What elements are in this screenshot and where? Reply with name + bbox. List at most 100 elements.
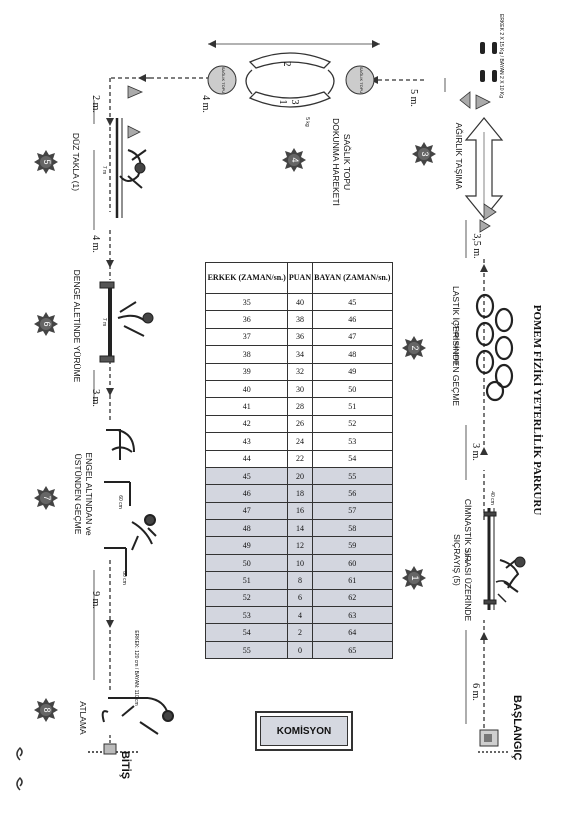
station-badge-1 [402,566,426,590]
station-number-6: 6 [42,321,52,327]
cell-points: 32 [287,362,313,381]
station-badge-3 [412,142,436,166]
station-number-3: 3 [420,151,430,157]
cell-male-time: 45 [204,466,289,486]
balance-beam [99,281,154,363]
hurdles [104,429,157,576]
distance-4m-top: 4 m. [200,95,211,113]
cell-points: 28 [287,397,313,416]
station-badge-8 [34,698,58,722]
cell-points: 24 [287,432,313,451]
start-marker [478,729,510,753]
station-badge-6 [34,312,58,336]
cell-female-time: 57 [311,501,394,521]
note-ball-right: SAĞLIK TOPU [359,66,364,94]
station-badge-5 [34,150,58,174]
cell-points: 30 [287,379,313,399]
station-number-5: 5 [42,159,52,165]
cell-points: 20 [287,466,313,486]
distance-3m-right: 3 m. [470,443,481,461]
cell-points: 2 [287,623,313,642]
station-number-2: 2 [410,345,420,351]
cell-male-time: 41 [204,397,289,416]
station-number-1: 1 [410,575,420,581]
gymnastics-bench [483,508,526,610]
cell-points: 10 [287,553,313,573]
cell-male-time: 43 [204,432,289,451]
cell-male-time: 46 [204,484,289,503]
note-jump-heights: ERKEK: 120 cm / BAYAN: 110 cm [133,630,139,706]
cell-male-time: 54 [204,623,289,642]
cell-points: 16 [287,501,313,521]
distance-6m: 6 m. [470,683,481,701]
cell-female-time: 50 [311,379,394,399]
distance-3-5m: 3,5 m. [471,233,482,259]
station-name-3: AĞIRLIK TAŞIMA [454,122,464,190]
note-hurdle-low: 80 cm [121,571,127,585]
binder-mark [16,746,23,791]
cell-female-time: 53 [311,432,394,451]
note-roll-length: 7 m [101,165,107,175]
cell-points: 6 [287,588,313,608]
distance-5m: 5 m. [408,89,419,107]
note-hurdle-height: 60 cm [117,495,123,509]
cell-male-time: 55 [204,640,289,660]
note-bench-height: 40 cm [489,491,495,505]
station-badge-7 [34,486,58,510]
cell-points: 4 [287,606,313,625]
cell-male-time: 50 [204,553,289,573]
cell-female-time: 49 [311,362,394,381]
cell-female-time: 60 [311,553,394,573]
cell-points: 36 [287,327,313,347]
note-ball-left: SAĞLIK TOPU [221,66,226,94]
cell-points: 12 [287,536,313,555]
cell-female-time: 59 [311,536,394,555]
cell-male-time: 40 [204,379,289,399]
cell-female-time: 45 [311,292,394,312]
station-name-4: SAĞLIK TOPU DOKUNMA HAREKETİ [331,118,352,206]
station-name-6: DENGE ALETİNDE YÜRÜME [72,269,82,383]
cell-female-time: 54 [311,449,394,468]
header-points: PUAN [287,262,313,294]
start-label: BAŞLANGIÇ [511,695,523,761]
circular-arrows [245,52,335,108]
cell-male-time: 38 [204,345,289,364]
finish-label: BİTİŞ [119,750,131,780]
cell-female-time: 48 [311,345,394,364]
note-weights: ERKEK 2 X 15 Kg / BAYAN 2 X 10 Kg [498,13,504,99]
circle-number-3: 3 [289,99,300,105]
cell-male-time: 37 [204,327,289,347]
cell-male-time: 35 [204,292,289,312]
station-badge-4 [282,148,306,172]
cell-female-time: 58 [311,519,394,538]
note-medicine-ball: 5 kg [304,117,310,127]
station-number-8: 8 [42,707,52,713]
cell-points: 8 [287,571,313,590]
station-name-7: ENGEL ALTINDAN ve ÜSTÜNDEN GEÇME [73,452,94,536]
circle-number-2: 2 [281,61,292,67]
distance-2m: 2 m. [90,95,101,113]
cell-female-time: 56 [311,484,394,503]
station-name-8: ATLAMA [78,701,88,735]
distance-3m-left: 3 m. [90,389,101,407]
tires-group [475,293,514,402]
cell-male-time: 39 [204,362,289,381]
